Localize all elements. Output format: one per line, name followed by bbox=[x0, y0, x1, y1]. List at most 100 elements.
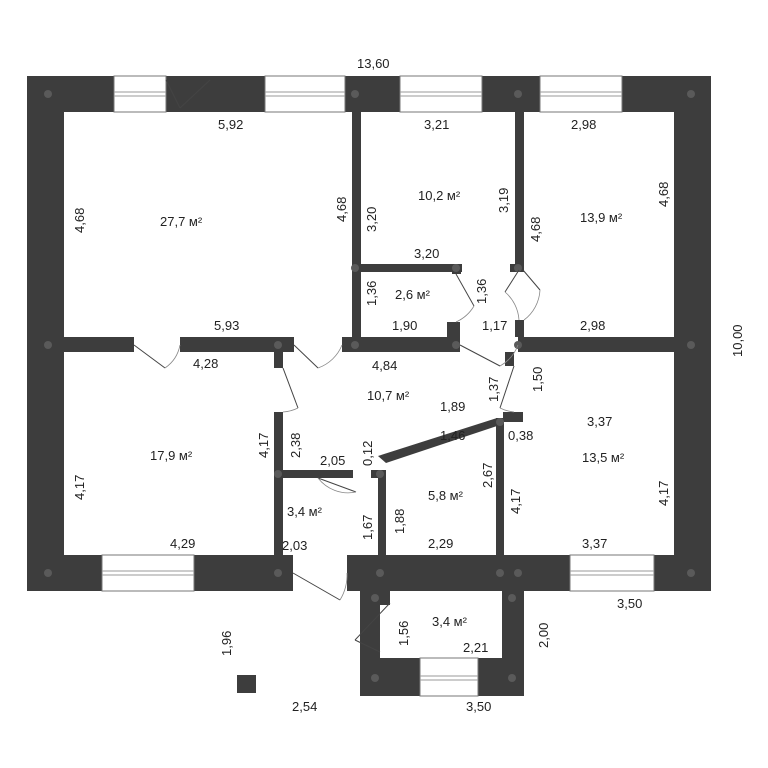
dimension-labels: 13,60 10,00 5,92 4,68 4,68 5,93 3,21 3,2… bbox=[72, 56, 745, 714]
wall-mid-center bbox=[342, 337, 460, 352]
wall-wc-top bbox=[283, 470, 353, 478]
room-areas: 27,7 м² 10,2 м² 13,9 м² 2,6 м² 10,7 м² 1… bbox=[150, 188, 625, 629]
window-porch bbox=[419, 657, 479, 697]
wall-bottom-right bbox=[347, 555, 711, 591]
dim-r3-bottom: 2,98 bbox=[580, 318, 605, 333]
dim-r4-left: 4,17 bbox=[72, 475, 87, 500]
dim-r3-left: 4,68 bbox=[528, 217, 543, 242]
dim-r3-right: 4,68 bbox=[656, 182, 671, 207]
dim-storage-right: 1,36 bbox=[474, 279, 489, 304]
dim-storage-top: 3,20 bbox=[414, 246, 439, 261]
wall-bath-diag bbox=[378, 418, 500, 463]
door-wc bbox=[317, 477, 357, 494]
interior-walls bbox=[64, 112, 674, 555]
door-hall-left bbox=[282, 367, 299, 413]
wall-v3 bbox=[274, 352, 283, 368]
wall-v2 bbox=[515, 112, 524, 270]
area-bedroom-left: 17,9 м² bbox=[150, 448, 193, 463]
door-br-bedroom bbox=[499, 365, 515, 413]
window-top-1 bbox=[113, 75, 167, 113]
wall-mid-left-b bbox=[180, 337, 294, 352]
dim-r5-bottom: 3,37 bbox=[582, 536, 607, 551]
door-right-bedroom bbox=[522, 269, 541, 321]
door-storage bbox=[455, 273, 475, 323]
dim-r4-bottom: 4,29 bbox=[170, 536, 195, 551]
area-bathroom: 5,8 м² bbox=[428, 488, 464, 503]
wall-pins bbox=[44, 90, 695, 682]
window-bottom-2 bbox=[569, 554, 655, 592]
windows bbox=[101, 75, 655, 697]
dim-bath-right: 2,67 bbox=[480, 463, 495, 488]
dim-bath-left: 1,88 bbox=[392, 509, 407, 534]
dim-porch-w: 3,50 bbox=[617, 596, 642, 611]
step-block bbox=[237, 675, 256, 693]
wall-left bbox=[27, 76, 64, 591]
dim-wc-bottom: 2,03 bbox=[282, 538, 307, 553]
wall-v2b bbox=[515, 320, 524, 337]
wall-v5 bbox=[496, 418, 504, 555]
door-living-hall bbox=[293, 344, 343, 369]
dim-r5-notch: 0,38 bbox=[508, 428, 533, 443]
dim-r1-right: 4,68 bbox=[334, 197, 349, 222]
dim-r1-top: 5,92 bbox=[218, 117, 243, 132]
window-bottom-1 bbox=[101, 554, 195, 592]
dim-total-width: 13,60 bbox=[357, 56, 390, 71]
door-hall-center bbox=[459, 344, 519, 367]
wall-storage-top bbox=[352, 264, 462, 272]
area-storage: 2,6 м² bbox=[395, 287, 431, 302]
window-top-4 bbox=[539, 75, 623, 113]
dim-r3-top: 2,98 bbox=[571, 117, 596, 132]
window-top-3 bbox=[399, 75, 483, 113]
wall-right bbox=[674, 76, 711, 591]
area-living: 27,7 м² bbox=[160, 214, 203, 229]
wall-mid-right bbox=[518, 337, 674, 352]
area-hall: 10,7 м² bbox=[367, 388, 410, 403]
dim-bath-bottom: 2,29 bbox=[428, 536, 453, 551]
dim-r1-bottom: 5,93 bbox=[214, 318, 239, 333]
dim-porch-h: 1,56 bbox=[396, 621, 411, 646]
dim-passage: 1,17 bbox=[482, 318, 507, 333]
door-entry-top bbox=[165, 79, 211, 109]
area-wc: 3,4 м² bbox=[287, 504, 323, 519]
dim-step-h: 1,96 bbox=[219, 631, 234, 656]
dim-hall-door-side: 2,38 bbox=[288, 433, 303, 458]
window-top-2 bbox=[264, 75, 346, 113]
door-mid-bedroom bbox=[504, 269, 520, 321]
door-exit bbox=[292, 572, 348, 601]
dim-porch-inner: 2,21 bbox=[463, 640, 488, 655]
doors bbox=[133, 79, 541, 653]
dim-storage-left: 1,36 bbox=[364, 281, 379, 306]
dim-hall-h2: 1,50 bbox=[530, 367, 545, 392]
area-bedroom-mid: 10,2 м² bbox=[418, 188, 461, 203]
area-bedroom-right: 13,9 м² bbox=[580, 210, 623, 225]
dim-step-w: 2,54 bbox=[292, 699, 317, 714]
dim-r4-right-inner: 4,17 bbox=[256, 433, 271, 458]
dim-bottom-w: 3,50 bbox=[466, 699, 491, 714]
wall-mid-left-a bbox=[64, 337, 134, 352]
dim-hall-diag: 1,89 bbox=[440, 399, 465, 414]
wall-v4 bbox=[378, 470, 386, 555]
door-left-bedroom bbox=[133, 344, 181, 369]
wall-storage-right-low bbox=[447, 322, 460, 337]
wall-v6b bbox=[503, 412, 523, 422]
wall-v1 bbox=[352, 112, 361, 337]
dim-hall-top-right: 4,84 bbox=[372, 358, 397, 373]
outer-walls bbox=[27, 76, 711, 591]
dim-hall-left-top: 4,28 bbox=[193, 356, 218, 371]
dim-total-depth: 10,00 bbox=[730, 324, 745, 357]
dim-r2-right: 3,19 bbox=[496, 188, 511, 213]
dim-bath-top: 1,46 bbox=[440, 428, 465, 443]
dim-r2-top: 3,21 bbox=[424, 117, 449, 132]
dim-r5-right: 4,17 bbox=[656, 481, 671, 506]
wall-v3b bbox=[274, 412, 283, 555]
area-porch: 3,4 м² bbox=[432, 614, 468, 629]
dim-wc-left: 1,67 bbox=[360, 515, 375, 540]
dim-hall-step: 0,12 bbox=[360, 441, 375, 466]
dim-r1-left: 4,68 bbox=[72, 208, 87, 233]
door-porch bbox=[354, 602, 391, 653]
dim-storage-bottom: 1,90 bbox=[392, 318, 417, 333]
dim-r5-left: 4,17 bbox=[508, 489, 523, 514]
dim-hall-mid: 2,05 bbox=[320, 453, 345, 468]
dim-r2-left: 3,20 bbox=[364, 207, 379, 232]
